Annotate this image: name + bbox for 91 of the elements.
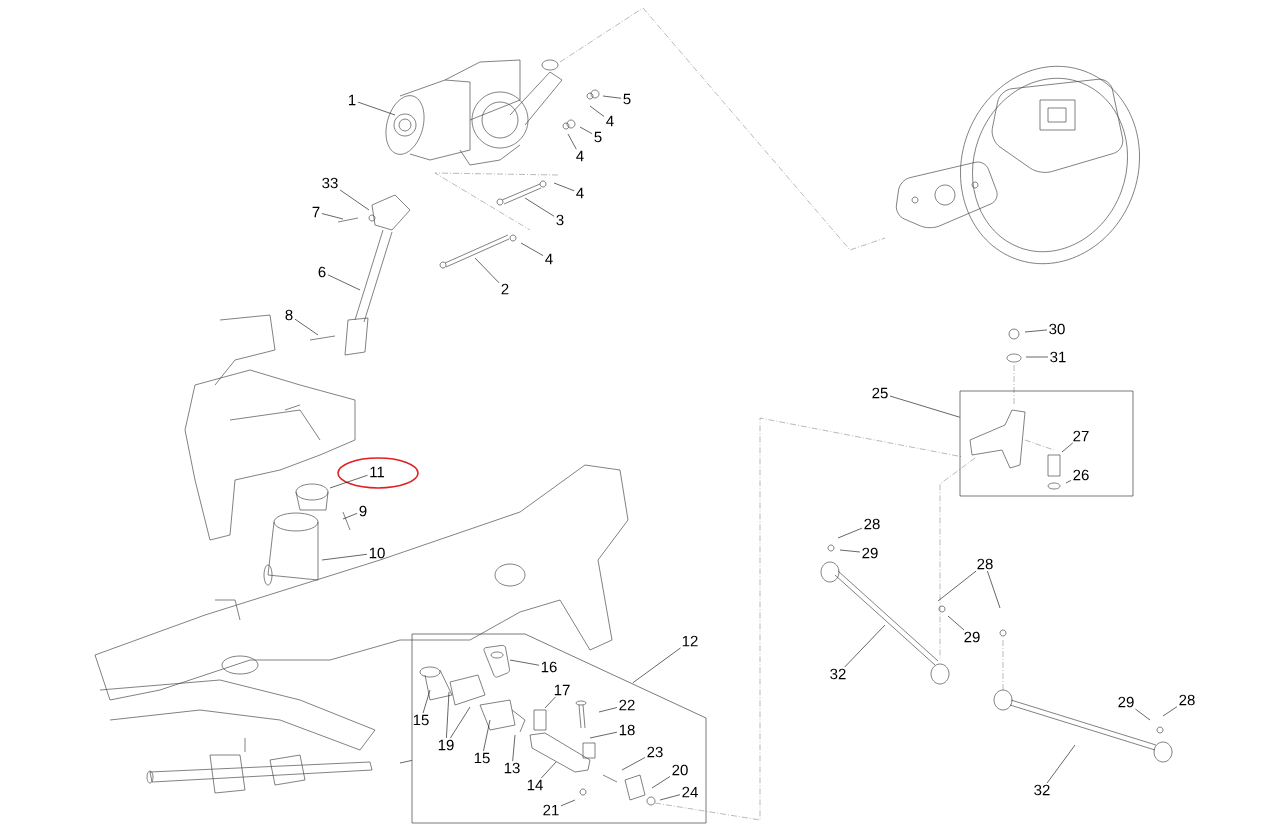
leader-line	[483, 719, 491, 752]
leader-line	[987, 570, 1001, 609]
callout-number: 27	[1073, 430, 1089, 442]
callout-number: 28	[864, 518, 880, 530]
leader-line	[560, 799, 576, 807]
callout-number: 7	[312, 206, 320, 218]
callout-number: 21	[543, 804, 559, 816]
leader-line	[598, 707, 618, 713]
callout-number: 32	[830, 668, 846, 680]
callout-number: 23	[647, 746, 663, 758]
leader-line	[327, 274, 361, 291]
callout-number: 29	[862, 547, 878, 559]
leader-line	[659, 794, 681, 801]
leader-line	[450, 706, 471, 739]
leader-line	[342, 513, 358, 520]
leader-line	[589, 105, 605, 117]
callout-number: 2	[501, 283, 509, 295]
leader-line	[553, 182, 575, 192]
callout-number: 10	[369, 547, 385, 559]
leader-line	[837, 527, 863, 539]
callout-number: 14	[527, 779, 543, 791]
leader-line	[524, 197, 555, 217]
leader-line	[357, 101, 396, 116]
callout-number: 19	[438, 739, 454, 751]
callout-number: 29	[964, 631, 980, 643]
leader-line	[540, 761, 557, 779]
leader-line	[1046, 744, 1076, 784]
callout-number: 24	[682, 786, 698, 798]
leader-line	[1025, 356, 1049, 358]
callout-number: 30	[1049, 323, 1065, 335]
leader-line	[1135, 708, 1151, 721]
leader-line	[947, 615, 965, 631]
callout-number: 26	[1073, 469, 1089, 481]
callout-number: 4	[606, 115, 614, 127]
leader-line	[889, 395, 960, 418]
leader-line	[844, 624, 886, 668]
leader-line	[339, 189, 370, 211]
callout-number: 3	[556, 214, 564, 226]
leader-line	[1162, 706, 1178, 717]
leader-line	[1065, 480, 1072, 484]
leader-line	[509, 659, 540, 666]
leader-line	[520, 242, 544, 256]
leader-line	[329, 474, 368, 489]
callout-number: 28	[1179, 694, 1195, 706]
callout-number: 15	[413, 714, 429, 726]
leader-line	[474, 257, 500, 284]
leader-line	[632, 647, 681, 684]
leader-line	[839, 549, 861, 553]
callout-number: 18	[619, 724, 635, 736]
callout-number: 33	[322, 177, 338, 189]
callout-number: 13	[504, 762, 520, 774]
callout-number: 11	[370, 466, 385, 478]
callout-number: 29	[1118, 696, 1134, 708]
leader-line	[567, 133, 577, 150]
callout-number: 4	[576, 150, 584, 162]
leader-line	[544, 696, 556, 709]
callout-number: 32	[1034, 784, 1050, 796]
leader-line	[294, 318, 319, 336]
callout-number: 6	[318, 266, 326, 278]
callout-number: 15	[474, 752, 490, 764]
callout-number: 20	[672, 764, 688, 776]
leader-line	[1024, 329, 1048, 333]
leader-line	[512, 734, 516, 762]
group-frame	[411, 633, 707, 824]
callout-number: 1	[349, 94, 356, 106]
callout-number: 28	[977, 558, 993, 570]
callout-number: 17	[554, 684, 570, 696]
callout-number: 25	[872, 387, 888, 399]
callout-number: 16	[541, 661, 557, 673]
leader-line	[937, 570, 977, 602]
leader-line	[422, 689, 431, 714]
callout-number: 4	[545, 253, 553, 265]
callout-number: 5	[623, 93, 631, 105]
leader-line	[1061, 442, 1074, 453]
callout-number: 31	[1050, 351, 1066, 363]
callout-number: 8	[285, 309, 293, 321]
leader-line	[602, 95, 622, 99]
callout-number: 22	[619, 699, 635, 711]
leader-line	[399, 760, 413, 764]
callout-number: 5	[594, 131, 602, 143]
leader-line	[446, 691, 450, 739]
callout-number: 12	[682, 635, 698, 647]
group-frame	[959, 390, 1134, 497]
leader-line	[321, 554, 368, 561]
leader-line	[621, 757, 646, 771]
callout-number: 9	[359, 505, 367, 517]
leader-line	[651, 776, 671, 789]
leader-line	[321, 213, 344, 220]
leader-line	[589, 731, 618, 739]
callout-number: 4	[576, 187, 584, 199]
leader-line	[579, 126, 593, 135]
